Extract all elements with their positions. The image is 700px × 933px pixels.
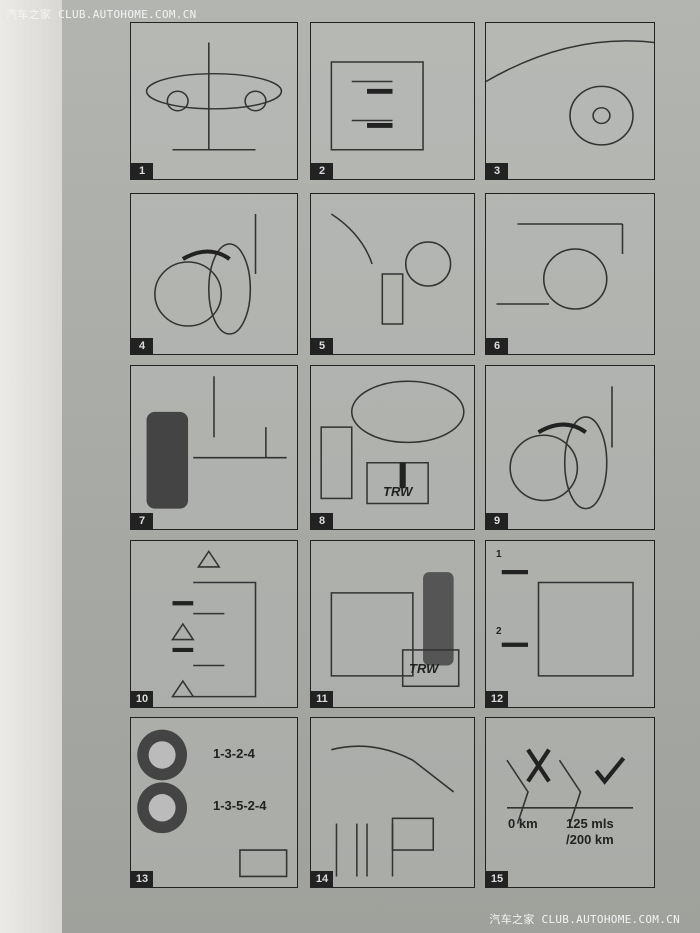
step-illustration — [154, 214, 257, 335]
step-illustration — [509, 386, 613, 510]
instruction-step-1: 1 — [130, 22, 298, 180]
instruction-step-4: 4 — [130, 193, 298, 355]
instruction-step-3: 3 — [485, 22, 655, 180]
step-illustration — [330, 572, 460, 688]
step-illustration — [501, 570, 634, 677]
step-number: 5 — [311, 338, 333, 354]
instruction-step-15: 0 km 125 mls /200 km 15 — [485, 717, 655, 888]
step-label-2: 2 — [496, 626, 502, 637]
instruction-step-9: 9 — [485, 365, 655, 530]
step-illustration — [330, 213, 452, 325]
instruction-step-13: 1-3-2-4 1-3-5-2-4 13 — [130, 717, 298, 888]
step-number: 15 — [486, 871, 508, 887]
wheel-icons — [137, 729, 288, 878]
step-illustration — [331, 745, 455, 877]
instruction-step-11: TRW 11 — [310, 540, 475, 708]
distance-start: 0 km — [508, 816, 538, 831]
instruction-step-14: 14 — [310, 717, 475, 888]
step-number: 2 — [311, 163, 333, 179]
instruction-step-2: 2 — [310, 22, 475, 180]
step-illustration — [320, 380, 465, 505]
instruction-step-6: 6 — [485, 193, 655, 355]
instruction-step-7: 7 — [130, 365, 298, 530]
instruction-step-8: TRW 8 — [310, 365, 475, 530]
trw-logo: TRW — [383, 484, 413, 499]
step-label-1: 1 — [496, 549, 502, 560]
distance-end: 125 mls — [566, 816, 614, 831]
step-number: 4 — [131, 338, 153, 354]
instruction-step-10: 10 — [130, 540, 298, 708]
step-number: 8 — [311, 513, 333, 529]
step-illustration — [486, 40, 654, 146]
torque-sequence-4: 1-3-2-4 — [213, 746, 255, 761]
watermark-bottom: 汽车之家 CLUB.AUTOHOME.COM.CN — [489, 913, 680, 926]
step-number: 10 — [131, 691, 153, 707]
step-number: 12 — [486, 691, 508, 707]
step-number: 13 — [131, 871, 153, 887]
step-illustration — [171, 549, 257, 698]
watermark-top: 汽车之家 CLUB.AUTOHOME.COM.CN — [6, 8, 197, 21]
step-number: 9 — [486, 513, 508, 529]
torque-sequence-5: 1-3-5-2-4 — [213, 798, 267, 813]
step-number: 11 — [311, 691, 333, 707]
distance-end-km: /200 km — [566, 832, 614, 847]
step-number: 1 — [131, 163, 153, 179]
step-illustration — [145, 42, 283, 151]
step-illustration — [496, 223, 624, 310]
step-illustration — [506, 748, 633, 824]
trw-logo: TRW — [409, 661, 439, 676]
step-number: 6 — [486, 338, 508, 354]
instruction-step-5: 5 — [310, 193, 475, 355]
step-number: 3 — [486, 163, 508, 179]
background-edge — [0, 0, 62, 933]
step-number: 14 — [311, 871, 333, 887]
step-illustration — [330, 61, 424, 151]
step-number: 7 — [131, 513, 153, 529]
step-illustration — [146, 376, 287, 509]
